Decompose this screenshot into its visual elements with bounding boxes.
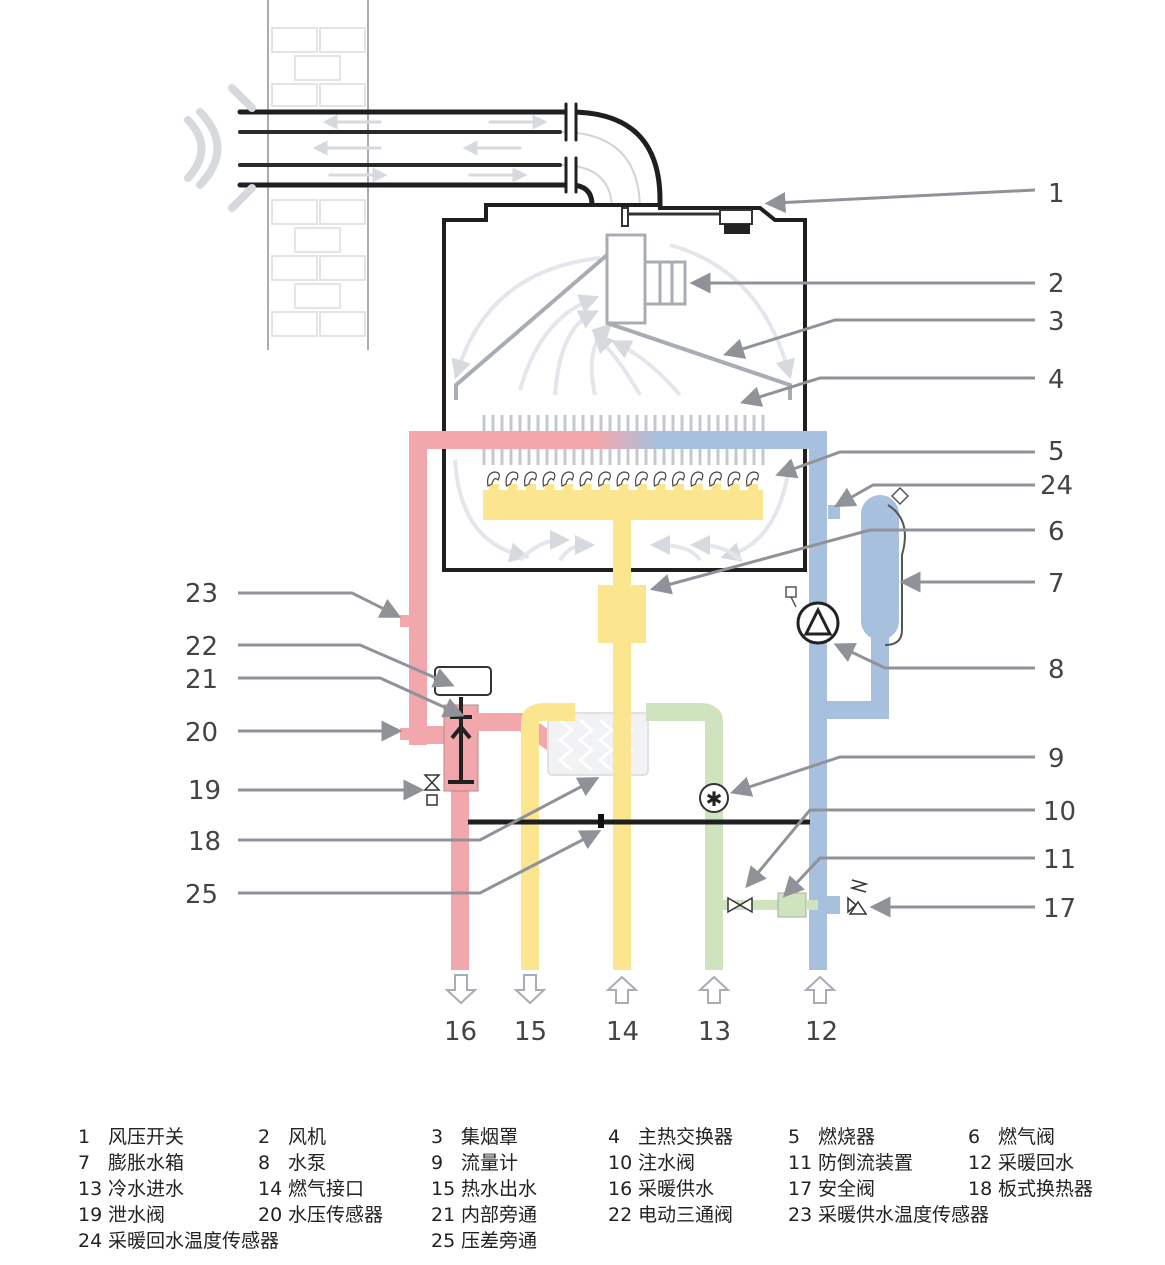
burner-flame bbox=[635, 471, 648, 492]
burner-flame bbox=[524, 471, 537, 492]
gas-line bbox=[483, 490, 763, 970]
callout-24: 24 bbox=[1040, 471, 1073, 501]
burner-flame bbox=[579, 471, 593, 492]
burner-flame bbox=[727, 471, 741, 492]
callout-8: 8 bbox=[1048, 655, 1065, 685]
flue-pipe bbox=[184, 84, 663, 212]
callout-7: 7 bbox=[1048, 569, 1065, 599]
burner-flame bbox=[505, 471, 519, 492]
burner-flame bbox=[746, 471, 759, 492]
leader-lines bbox=[238, 188, 1036, 918]
air-pressure-switch bbox=[621, 207, 753, 234]
callout-19: 19 bbox=[188, 776, 221, 806]
callout-22: 22 bbox=[185, 632, 218, 662]
callout-11: 11 bbox=[1043, 845, 1076, 875]
callout-6: 6 bbox=[1048, 517, 1065, 547]
callout-21: 21 bbox=[185, 665, 218, 695]
flue-hood bbox=[454, 253, 792, 400]
anti-backflow-device bbox=[777, 892, 807, 918]
expansion-vessel bbox=[861, 495, 899, 640]
burner-flame bbox=[653, 471, 667, 492]
burner-flame bbox=[542, 471, 556, 492]
callout-9: 9 bbox=[1048, 744, 1065, 774]
flow-meter: ✱ bbox=[699, 783, 729, 813]
plate-heat-exchanger bbox=[547, 712, 649, 776]
callout-4: 4 bbox=[1048, 365, 1065, 395]
burner-flame bbox=[672, 471, 685, 492]
callout-2: 2 bbox=[1048, 269, 1065, 299]
gas-valve bbox=[598, 585, 646, 643]
fan bbox=[605, 233, 687, 325]
svg-text:✱: ✱ bbox=[706, 787, 723, 811]
brick-wall bbox=[267, 0, 369, 350]
hot-water-pipe bbox=[521, 703, 575, 970]
burner-flame bbox=[709, 471, 722, 492]
callout-20: 20 bbox=[185, 718, 218, 748]
callout-5: 5 bbox=[1048, 437, 1065, 467]
burner-flame bbox=[690, 471, 704, 492]
port-14: 14 bbox=[606, 1017, 639, 1047]
callout-23: 23 bbox=[185, 579, 218, 609]
port-16: 16 bbox=[444, 1017, 477, 1047]
port-labels: 16 15 14 13 12 bbox=[444, 1017, 838, 1047]
air-flow-arrows bbox=[451, 243, 795, 563]
burner-flames bbox=[487, 471, 759, 492]
port-arrows bbox=[444, 974, 837, 1005]
callout-1: 1 bbox=[1048, 179, 1065, 209]
burner-flame bbox=[598, 471, 611, 492]
callout-17: 17 bbox=[1043, 894, 1076, 924]
callout-labels: 1 2 3 4 5 24 6 7 8 9 10 11 17 23 22 21 2… bbox=[185, 179, 1076, 924]
callout-18: 18 bbox=[188, 827, 221, 857]
port-12: 12 bbox=[805, 1017, 838, 1047]
burner-flame bbox=[487, 471, 500, 492]
callout-10: 10 bbox=[1043, 797, 1076, 827]
water-pump bbox=[785, 586, 840, 645]
port-13: 13 bbox=[698, 1017, 731, 1047]
drain-valve bbox=[423, 774, 441, 806]
burner-flame bbox=[616, 471, 630, 492]
port-15: 15 bbox=[514, 1017, 547, 1047]
cold-water-pipe bbox=[646, 703, 723, 970]
callout-25: 25 bbox=[185, 880, 218, 910]
safety-valve bbox=[847, 879, 869, 915]
callout-3: 3 bbox=[1048, 307, 1065, 337]
burner-flame bbox=[561, 471, 574, 492]
fill-valve bbox=[727, 896, 753, 914]
heating-return-pipe bbox=[809, 440, 889, 970]
